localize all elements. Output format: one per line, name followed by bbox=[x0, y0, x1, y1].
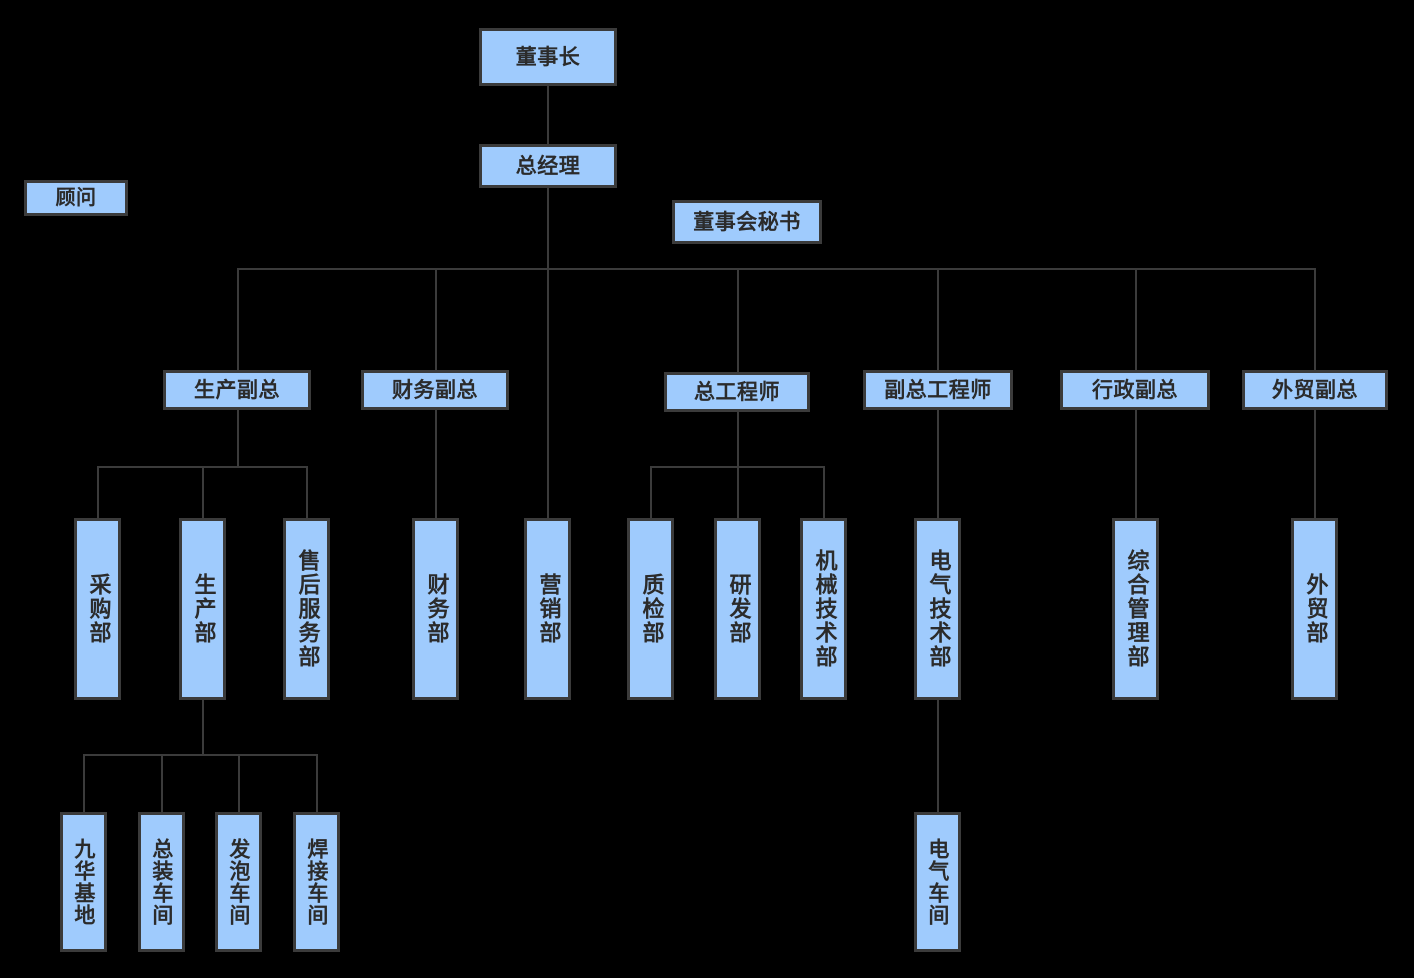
connector-bus-to-vp-admin bbox=[1135, 268, 1137, 370]
node-dept-elec-tech[interactable]: 电气技术部 bbox=[914, 518, 961, 700]
node-dept-marketing[interactable]: 营销部 bbox=[524, 518, 571, 700]
node-dept-elec-tech-label: 电气技术部 bbox=[925, 549, 951, 669]
node-vp-finance[interactable]: 财务副总 bbox=[361, 370, 509, 410]
node-dept-after-sales-label: 售后服务部 bbox=[294, 549, 320, 669]
node-shop-jiuhua-base-label: 九华基地 bbox=[71, 838, 96, 926]
node-dept-finance-label: 财务部 bbox=[423, 573, 449, 645]
node-vp-foreign-trade-label: 外贸副总 bbox=[1272, 377, 1358, 402]
node-dept-general-admin-label: 综合管理部 bbox=[1123, 549, 1149, 669]
connector-dept-elec-tech-to-shop-electrical bbox=[937, 700, 939, 812]
connector-to-shop-foaming bbox=[238, 754, 240, 812]
node-vp-finance-label: 财务副总 bbox=[392, 377, 478, 402]
node-dept-purchasing-label: 采购部 bbox=[85, 573, 111, 645]
connector-bus-to-deputy-chief-engineer bbox=[937, 268, 939, 370]
connector-to-dept-after-sales bbox=[306, 466, 308, 518]
connector-to-shop-welding bbox=[316, 754, 318, 812]
node-advisor-label: 顾问 bbox=[55, 185, 97, 210]
connector-to-dept-production bbox=[202, 466, 204, 518]
node-dept-rnd-label: 研发部 bbox=[725, 573, 751, 645]
node-chief-engineer-label: 总工程师 bbox=[694, 379, 780, 404]
node-advisor[interactable]: 顾问 bbox=[24, 180, 128, 216]
node-general-manager[interactable]: 总经理 bbox=[479, 144, 617, 188]
node-shop-electrical-label: 电气车间 bbox=[925, 838, 950, 926]
connector-deputy-chief-engineer-to-dept-elec-tech bbox=[937, 410, 939, 518]
node-shop-assembly-label: 总装车间 bbox=[149, 838, 174, 926]
node-vp-admin[interactable]: 行政副总 bbox=[1060, 370, 1210, 410]
node-general-manager-label: 总经理 bbox=[515, 153, 581, 178]
node-deputy-chief-engineer[interactable]: 副总工程师 bbox=[863, 370, 1013, 410]
node-dept-production-label: 生产部 bbox=[190, 573, 216, 645]
node-dept-general-admin[interactable]: 综合管理部 bbox=[1112, 518, 1159, 700]
node-shop-foaming-label: 发泡车间 bbox=[226, 838, 251, 926]
connector-to-shop-jiuhua-base bbox=[83, 754, 85, 812]
connector-dept-production-drop bbox=[202, 700, 204, 756]
connector-bus-to-chief-engineer bbox=[737, 268, 739, 372]
connector-to-dept-rnd bbox=[737, 466, 739, 518]
node-dept-after-sales[interactable]: 售后服务部 bbox=[283, 518, 330, 700]
node-shop-assembly[interactable]: 总装车间 bbox=[138, 812, 185, 952]
connector-workshop-bus bbox=[83, 754, 317, 756]
connector-vp-admin-to-dept-general-admin bbox=[1135, 410, 1137, 518]
connector-to-dept-quality bbox=[650, 466, 652, 518]
node-dept-marketing-label: 营销部 bbox=[535, 573, 561, 645]
node-dept-foreign-trade-label: 外贸部 bbox=[1302, 573, 1328, 645]
node-vp-production-label: 生产副总 bbox=[194, 377, 280, 402]
node-dept-finance[interactable]: 财务部 bbox=[412, 518, 459, 700]
connector-exec-bus bbox=[237, 268, 1315, 270]
node-dept-quality-label: 质检部 bbox=[638, 573, 664, 645]
node-dept-purchasing[interactable]: 采购部 bbox=[74, 518, 121, 700]
node-shop-welding[interactable]: 焊接车间 bbox=[293, 812, 340, 952]
node-board-secretary-label: 董事会秘书 bbox=[693, 209, 801, 234]
node-chairman-label: 董事长 bbox=[515, 44, 581, 69]
node-deputy-chief-engineer-label: 副总工程师 bbox=[884, 377, 992, 402]
connector-to-dept-purchasing bbox=[97, 466, 99, 518]
connector-vp-production-drop bbox=[237, 410, 239, 468]
node-shop-welding-label: 焊接车间 bbox=[304, 838, 329, 926]
node-shop-foaming[interactable]: 发泡车间 bbox=[215, 812, 262, 952]
node-dept-quality[interactable]: 质检部 bbox=[627, 518, 674, 700]
node-vp-production[interactable]: 生产副总 bbox=[163, 370, 311, 410]
node-dept-mech-tech[interactable]: 机械技术部 bbox=[800, 518, 847, 700]
connector-chief-engineer-drop bbox=[737, 412, 739, 468]
node-chief-engineer[interactable]: 总工程师 bbox=[664, 372, 810, 412]
connector-gm-drop bbox=[547, 188, 549, 518]
node-dept-rnd[interactable]: 研发部 bbox=[714, 518, 761, 700]
node-dept-mech-tech-label: 机械技术部 bbox=[811, 549, 837, 669]
node-shop-electrical[interactable]: 电气车间 bbox=[914, 812, 961, 952]
connector-bus-to-vp-finance bbox=[435, 268, 437, 370]
connector-to-dept-mech-tech bbox=[823, 466, 825, 518]
node-shop-jiuhua-base[interactable]: 九华基地 bbox=[60, 812, 107, 952]
connector-bus-to-vp-foreign-trade bbox=[1314, 268, 1316, 370]
node-vp-admin-label: 行政副总 bbox=[1092, 377, 1178, 402]
connector-vp-foreign-trade-to-dept-foreign-trade bbox=[1314, 410, 1316, 518]
connector-to-shop-assembly bbox=[161, 754, 163, 812]
node-dept-production[interactable]: 生产部 bbox=[179, 518, 226, 700]
node-board-secretary[interactable]: 董事会秘书 bbox=[672, 200, 822, 244]
connector-vp-finance-to-dept-finance bbox=[435, 410, 437, 518]
node-dept-foreign-trade[interactable]: 外贸部 bbox=[1291, 518, 1338, 700]
connector-chairman-to-gm bbox=[547, 86, 549, 144]
connector-bus-to-vp-production bbox=[237, 268, 239, 370]
node-chairman[interactable]: 董事长 bbox=[479, 28, 617, 86]
node-vp-foreign-trade[interactable]: 外贸副总 bbox=[1242, 370, 1388, 410]
